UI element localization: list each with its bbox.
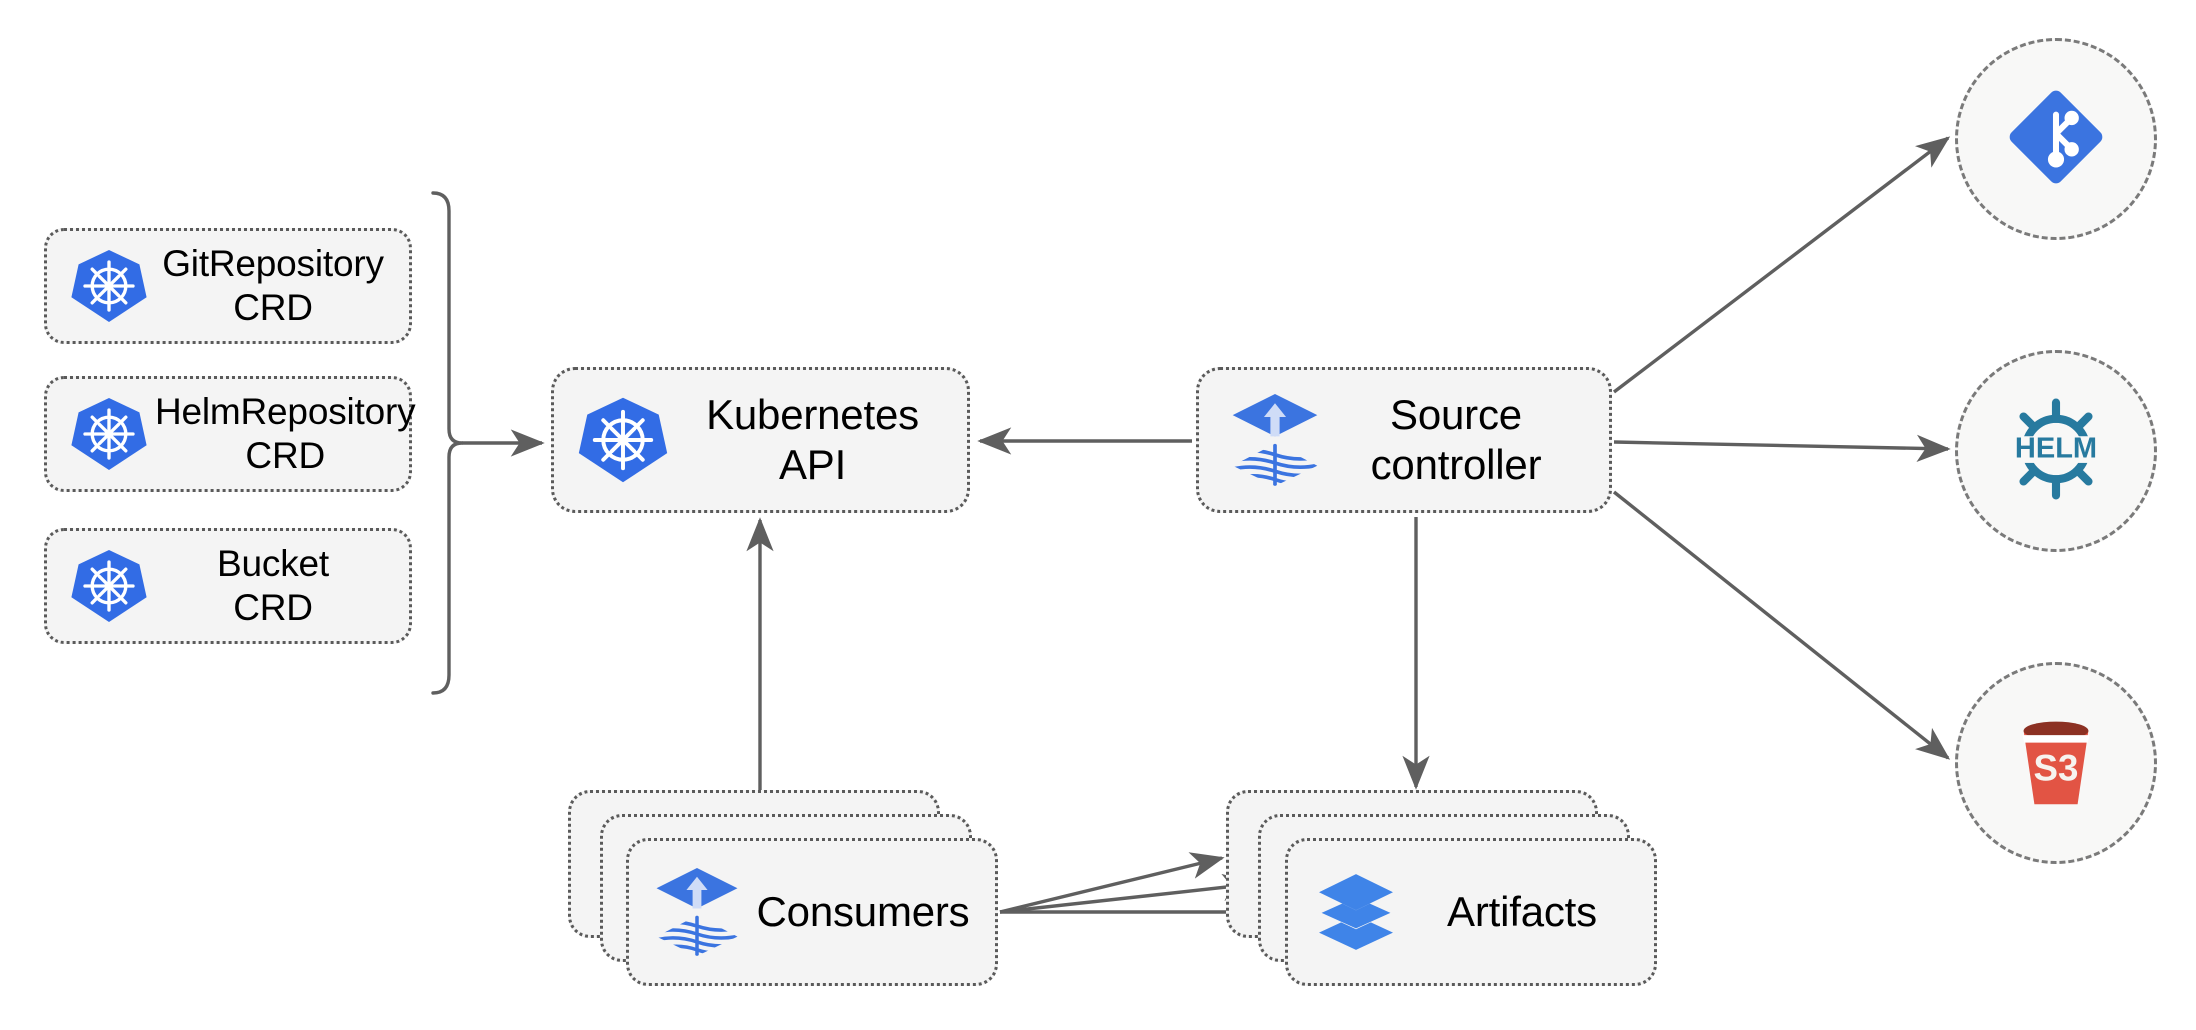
kubernetes-icon xyxy=(63,246,155,326)
edge-source-controller-to-helm xyxy=(1613,434,1951,462)
edge-source-controller-to-git xyxy=(1612,136,1951,394)
node-label: Bucket CRD xyxy=(217,543,329,628)
node-helm-source[interactable]: HELM xyxy=(1955,350,2157,552)
node-consumers[interactable]: Consumers xyxy=(626,838,998,986)
s3-bucket-icon: S3 xyxy=(2002,707,2110,820)
crd-group-brace xyxy=(431,191,464,695)
flux-icon xyxy=(645,868,749,956)
node-s3-source[interactable]: S3 xyxy=(1955,662,2157,864)
node-label: HelmRepository CRD xyxy=(155,391,416,476)
s3-label: S3 xyxy=(2034,747,2079,788)
node-source-controller[interactable]: Source controller xyxy=(1196,367,1612,513)
layers-icon xyxy=(1304,869,1408,955)
node-label: Consumers xyxy=(756,888,970,936)
git-icon xyxy=(2000,81,2112,198)
node-git-source[interactable] xyxy=(1955,38,2157,240)
edge-consumers-to-artifacts-mid xyxy=(999,873,1257,914)
node-artifacts[interactable]: Artifacts xyxy=(1285,838,1657,986)
node-kubernetes-api[interactable]: Kubernetes API xyxy=(551,367,970,513)
node-label: GitRepository CRD xyxy=(162,243,384,328)
node-bucket-crd[interactable]: Bucket CRD xyxy=(44,528,412,644)
node-label: Kubernetes API xyxy=(706,391,919,488)
node-label: Source controller xyxy=(1370,391,1542,488)
edge-source-controller-to-s3 xyxy=(1612,490,1951,760)
helm-icon: HELM xyxy=(1998,391,2114,512)
kubernetes-icon xyxy=(568,393,678,487)
kubernetes-icon xyxy=(63,546,155,626)
node-helmrepository-crd[interactable]: HelmRepository CRD xyxy=(44,376,416,492)
helm-label: HELM xyxy=(2015,432,2097,464)
flux-icon xyxy=(1221,394,1329,486)
node-gitrepository-crd[interactable]: GitRepository CRD xyxy=(44,228,412,344)
kubernetes-icon xyxy=(63,394,155,474)
edge-consumers-to-artifacts-top xyxy=(999,852,1225,914)
node-label: Artifacts xyxy=(1447,888,1597,936)
